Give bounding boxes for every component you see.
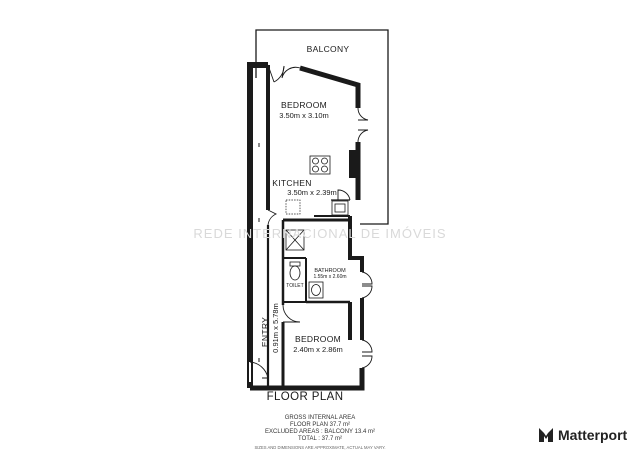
bedroom-top-label: BEDROOM — [281, 100, 327, 110]
area-total: TOTAL : 37.7 m² — [298, 436, 342, 442]
floor-plan-title: FLOOR PLAN — [267, 391, 344, 403]
area-disclaimer: SIZES AND DIMENSIONS ARE APPROXIMATE, AC… — [254, 445, 386, 450]
area-heading: GROSS INTERNAL AREA — [284, 415, 356, 421]
interior-walls — [266, 65, 356, 388]
brand-name: Matterport — [558, 427, 628, 443]
brand-logo: Matterport — [538, 427, 627, 443]
doors — [249, 64, 373, 379]
entry-label: ENTRY — [260, 317, 270, 347]
kitchen-label: KITCHEN — [272, 178, 311, 188]
area-summary: GROSS INTERNAL AREA FLOOR PLAN 37.7 m² E… — [220, 415, 420, 451]
area-floor-plan: FLOOR PLAN 37.7 m² — [289, 422, 351, 428]
balcony-label: BALCONY — [307, 44, 350, 54]
bath-sink-icon — [308, 281, 324, 299]
shower-icon — [285, 229, 305, 251]
toilet-icon — [289, 261, 301, 281]
balcony-area — [255, 29, 389, 225]
bathroom-dimensions: 1.55m x 2.60m — [313, 274, 346, 280]
appliance-icon — [285, 199, 301, 215]
bathroom-label: BATHROOM — [314, 268, 346, 274]
matterport-logo-icon — [539, 428, 553, 442]
toilet-label: TOILET — [286, 283, 303, 289]
bedroom-bottom-label: BEDROOM — [295, 334, 341, 344]
area-excluded: EXCLUDED AREAS : BALCONY 13.4 m² — [265, 429, 375, 435]
bedroom-top-dimensions: 3.50m x 3.10m — [279, 111, 329, 120]
bedroom-bottom-dimensions: 2.40m x 2.86m — [293, 345, 343, 354]
kitchen-dimensions: 3.50m x 2.39m — [287, 188, 337, 197]
outer-walls — [247, 62, 365, 391]
kitchen-stove-icon — [309, 155, 331, 175]
entry-dimensions: 0.91m x 5.78m — [271, 303, 280, 353]
watermark-text: REDE INTERNACIONAL DE IMÓVEIS — [193, 226, 446, 241]
kitchen-sink-icon — [331, 200, 349, 216]
